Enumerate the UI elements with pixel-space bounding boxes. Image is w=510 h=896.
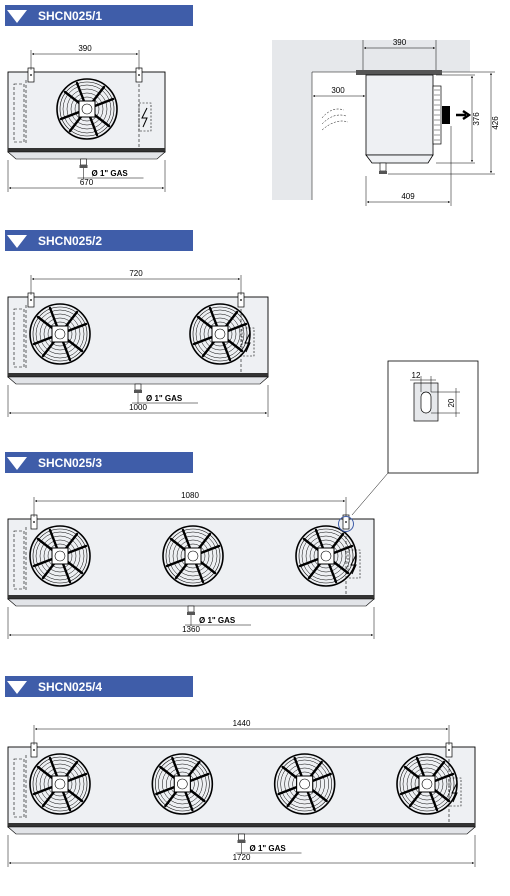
overall-length-dim: 670 xyxy=(80,178,94,187)
gas-connection xyxy=(80,158,87,166)
section-header-bar xyxy=(5,452,193,473)
casing-base-strip xyxy=(8,823,475,827)
hanger-bracket xyxy=(237,292,245,308)
side-height1-dim: 376 xyxy=(472,112,481,126)
hanger-bracket xyxy=(27,292,35,308)
coil-outline-dashed xyxy=(13,308,25,368)
hanger-bracket xyxy=(30,514,38,530)
section-header-bar xyxy=(5,230,193,251)
gas-label: Ø 1" GAS xyxy=(146,394,183,403)
coil-outline-dashed xyxy=(13,758,25,818)
side-wall-dim: 300 xyxy=(331,86,345,95)
down-arrow-icon xyxy=(7,10,27,23)
hanger-detail: 12 20 xyxy=(338,360,479,532)
gas-label: Ø 1" GAS xyxy=(250,844,287,853)
hanger-bracket xyxy=(445,742,453,758)
casing-base-strip xyxy=(8,148,165,152)
hanger-spacing-dim: 1080 xyxy=(181,491,199,500)
coil-outline-dashed xyxy=(13,530,25,590)
hanger-spacing-dim: 390 xyxy=(78,44,92,53)
overall-length-dim: 1360 xyxy=(182,625,200,634)
hanger-spacing-dim: 1440 xyxy=(233,719,251,728)
section-header-bar xyxy=(5,676,193,697)
section-title: SHCN025/4 xyxy=(38,680,102,694)
down-arrow-icon xyxy=(7,681,27,694)
gas-connection-nut xyxy=(187,612,195,615)
drip-tray xyxy=(7,151,166,160)
hanger-bracket xyxy=(27,67,35,83)
detail-slot-width: 12 xyxy=(412,371,421,380)
down-arrow-icon xyxy=(7,457,27,470)
unit-casing xyxy=(7,296,269,378)
section-title: SHCN025/2 xyxy=(38,234,102,248)
gas-connection xyxy=(238,833,245,841)
overall-length-dim: 1000 xyxy=(129,403,147,412)
down-arrow-icon xyxy=(7,235,27,248)
hanger-spacing-dim: 720 xyxy=(129,269,143,278)
gas-connection-nut xyxy=(134,390,142,393)
gas-label: Ø 1" GAS xyxy=(92,169,129,178)
section-title: SHCN025/1 xyxy=(38,9,102,23)
side-top-dim: 390 xyxy=(393,38,407,47)
gas-connection-nut xyxy=(79,165,88,168)
gas-connection xyxy=(187,605,195,613)
gas-connection-nut xyxy=(237,840,246,843)
side-depth-dim: 409 xyxy=(401,192,415,201)
coil-outline-dashed xyxy=(13,83,25,143)
drip-tray xyxy=(7,598,375,607)
overall-length-dim: 1720 xyxy=(233,853,251,862)
hanger-bracket xyxy=(30,742,38,758)
unit-casing xyxy=(7,746,476,828)
casing-base-strip xyxy=(8,373,268,377)
drip-tray xyxy=(7,826,476,835)
detail-slot-height: 20 xyxy=(447,398,456,407)
section-header-bar xyxy=(5,5,193,26)
gas-label: Ø 1" GAS xyxy=(199,616,236,625)
casing-base-strip xyxy=(8,595,374,599)
side-height2-dim: 426 xyxy=(491,116,500,130)
drip-tray xyxy=(7,376,269,385)
hanger-bracket xyxy=(135,67,143,83)
side-view: 390 300 409 376 426 xyxy=(272,38,500,206)
gas-connection xyxy=(134,383,142,391)
section-title: SHCN025/3 xyxy=(38,456,102,470)
